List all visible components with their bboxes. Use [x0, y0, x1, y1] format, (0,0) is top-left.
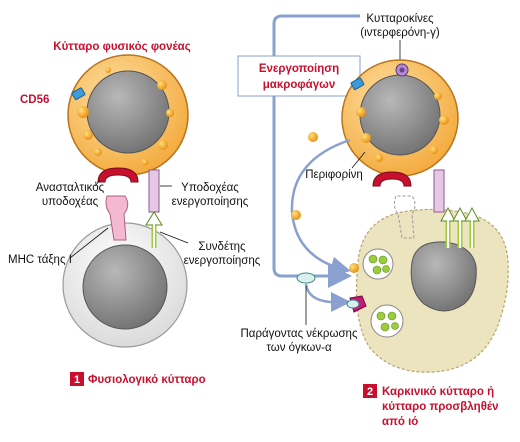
cd56-label: CD56 [20, 94, 49, 106]
virus-vesicle-1 [362, 248, 394, 280]
cytokines-label-2: (ιντερφερόνη-γ) [360, 27, 440, 39]
cd56-marker-right [350, 77, 365, 91]
perforin-granule-2 [291, 210, 301, 220]
right-panel: Ενεργοποίηση μακροφάγων Κυτταροκίνες (ιν… [237, 13, 509, 428]
activating-receptor-right [433, 169, 445, 213]
tnf-label-2: των όγκων-α [266, 342, 332, 354]
mhc-label: MHC τάξης I [8, 254, 72, 266]
nk-cell-right-nucleus [359, 74, 441, 156]
inhibitory-label-2: υποδοχέας [42, 196, 99, 208]
mhc-class-i [105, 195, 129, 241]
nk-cell-right [341, 59, 459, 177]
nk-cell-left [67, 54, 189, 176]
ligand-label-2: ενεργοποίησης [184, 255, 261, 267]
perforin-granule-3 [349, 263, 359, 273]
inhibitory-receptor [97, 167, 139, 183]
perforin-arrow [290, 138, 351, 277]
normal-cell-nucleus [82, 244, 168, 330]
cd56-marker [71, 87, 86, 101]
cytokine-pathway-arrow [272, 14, 360, 288]
activating-label-2: ενεργοποίησης [172, 196, 249, 208]
step-1-label: Φυσιολογικό κύτταρο [88, 374, 206, 386]
normal-cell [62, 222, 188, 348]
step-2-label-1: Καρκινικό κύτταρο ή [382, 386, 494, 398]
step-2-label-3: από ιό [382, 416, 418, 428]
inhibitory-receptor-right [372, 171, 412, 187]
tnf-alpha [296, 272, 316, 284]
target-cell-nucleus [410, 241, 477, 312]
activating-label-1: Υποδοχέας [181, 182, 239, 194]
macrophage-activation-box [237, 55, 361, 97]
granules-left [77, 67, 174, 166]
perforin-granule-1 [308, 132, 318, 142]
step-2-number: 2 [367, 386, 373, 398]
cytokines-label-1: Κυτταροκίνες [366, 13, 434, 25]
absent-mhc [393, 195, 416, 239]
step-1-number: 1 [74, 374, 80, 386]
left-panel: Κύτταρο φυσικός φονέας CD56 [8, 41, 261, 386]
tnf-arrow [304, 283, 351, 312]
virus-vesicle-2 [370, 304, 404, 338]
activation-ligand [145, 211, 163, 248]
ligand-label-1: Συνδέτης [198, 241, 246, 253]
inhibitory-label-1: Ανασταλτικός [36, 182, 105, 194]
macrophage-label-1: Ενεργοποίηση [259, 63, 339, 75]
macrophage-label-2: μακροφάγων [263, 79, 335, 91]
perforin-label: Περιφορίνη [305, 169, 363, 181]
tnf-label-1: Παράγοντας νέκρωσης [241, 328, 358, 340]
step-1-badge [70, 372, 84, 386]
step-2-badge [363, 384, 377, 398]
nk-cell-title: Κύτταρο φυσικός φονέας [53, 41, 190, 53]
step-2-label-2: κύτταρο προσβληθέν [382, 401, 499, 413]
activating-receptor [148, 169, 160, 213]
upregulated-ligands [440, 206, 480, 248]
nk-cell-nucleus [86, 70, 170, 154]
